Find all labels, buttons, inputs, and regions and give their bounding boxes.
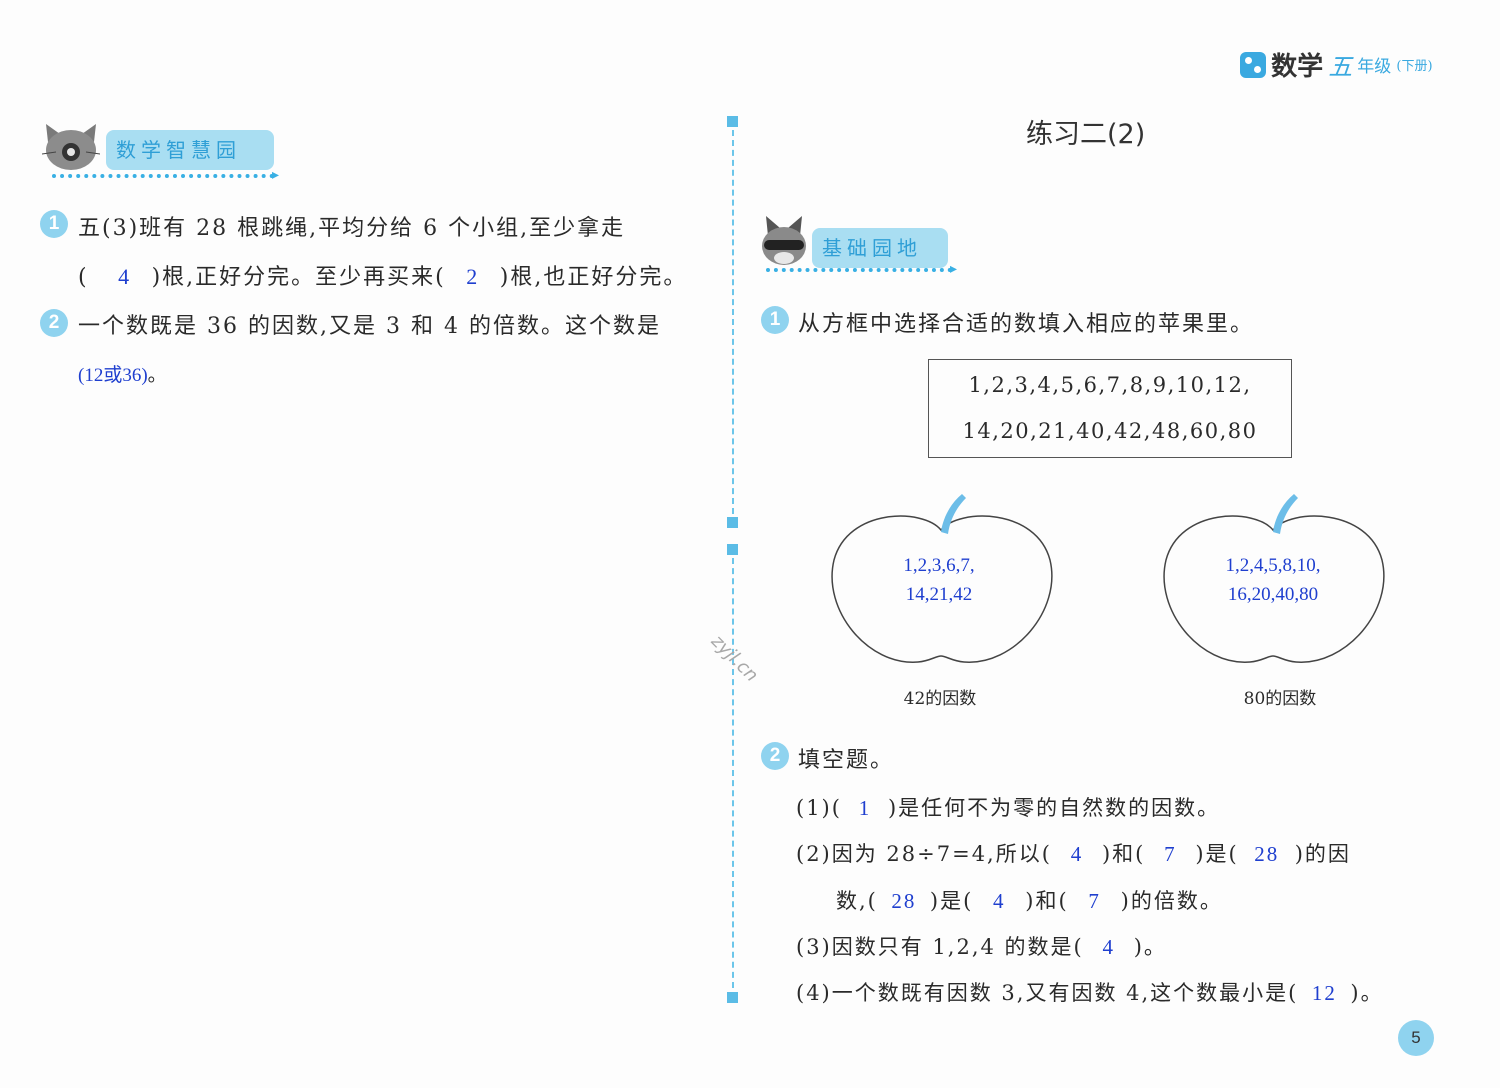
q2-sub2-mid2: )是( (1195, 842, 1239, 866)
apple2-line1: 1,2,4,5,8,10, (1225, 555, 1321, 576)
q2-sub3-post: )。 (1133, 935, 1167, 959)
left-q1-answer1: 4 (118, 264, 132, 289)
q2-sub2-mid1: )和( (1101, 842, 1146, 866)
right-banner-arrow-icon: ▸ (950, 261, 958, 277)
cat-mascot-icon (41, 122, 101, 176)
q2-sub1-answer: 1 (858, 796, 872, 820)
q2-sub2-answer3: 28 (1254, 842, 1280, 866)
watermark: zyjl.cn (706, 630, 763, 687)
center-divider-lower (732, 558, 734, 988)
left-q2-answer: (12或36) (78, 365, 148, 386)
left-q2-line2: (12或36)。 (78, 360, 167, 387)
q2-sub3-answer: 4 (1102, 935, 1115, 959)
right-section-banner: 基础园地 (812, 228, 948, 268)
q2-sub2-line2-pre: 数,( (836, 889, 878, 913)
apple-42-factors (828, 490, 1058, 674)
q2-sub1: (1)( 1 )是任何不为零的自然数的因数。 (796, 792, 1220, 822)
q2-sub2-mid4: )是( (929, 889, 974, 913)
q2-sub2-answer1: 4 (1070, 842, 1084, 866)
page-title: 练习二(2) (1026, 119, 1146, 150)
q2-sub3-pre: (3)因数只有 1,2,4 的数是( (796, 935, 1084, 959)
apple-80-factors (1160, 490, 1390, 674)
logo-grade: 五 (1328, 53, 1353, 81)
right-q1-number: 1 (761, 306, 789, 334)
left-section-banner: 数学智慧园 (106, 130, 274, 170)
q2-sub2-answer5: 4 (993, 889, 1006, 913)
right-q2-title: 填空题。 (798, 748, 895, 773)
logo-subject: 数学 (1271, 52, 1324, 82)
q2-sub4: (4)一个数既有因数 3,又有因数 4,这个数最小是( 12 )。 (796, 977, 1384, 1007)
number-choice-box: 1,2,3,4,5,6,7,8,9,10,12, 14,20,21,40,42,… (928, 359, 1292, 458)
q2-sub1-post: )是任何不为零的自然数的因数。 (887, 796, 1221, 820)
divider-marker-mid2 (727, 544, 738, 555)
q2-sub4-answer: 12 (1311, 981, 1337, 1005)
right-banner-dotted-line (766, 268, 952, 272)
q2-sub2-answer6: 7 (1088, 889, 1101, 913)
apple2-caption: 80的因数 (1243, 689, 1317, 709)
logo-grade-suffix: 年级 (1357, 57, 1392, 77)
logo-volume: (下册) (1396, 59, 1433, 74)
apple1-line2: 14,21,42 (905, 584, 973, 605)
left-q1-open: ( (78, 265, 89, 290)
q2-sub2-mid3: )的因 (1294, 842, 1351, 866)
q2-sub2-mid6: )的倍数。 (1120, 889, 1223, 913)
divider-marker-bottom (727, 992, 738, 1003)
left-q1-number: 1 (40, 210, 68, 238)
apple2-line2: 16,20,40,80 (1227, 584, 1319, 605)
center-divider-upper (732, 130, 734, 514)
left-q2-line1: 一个数既是 36 的因数,又是 3 和 4 的倍数。这个数是 (78, 314, 661, 339)
q2-sub3: (3)因数只有 1,2,4 的数是( 4 )。 (796, 931, 1167, 961)
q2-sub2-mid5: )和( (1025, 889, 1069, 913)
q2-sub2-line1: (2)因为 28÷7=4,所以( 4 )和( 7 )是( 28 )的因 (796, 838, 1351, 868)
number-choice-line2: 14,20,21,40,42,48,60,80 (962, 419, 1258, 443)
left-q1-line1: 五(3)班有 28 根跳绳,平均分给 6 个小组,至少拿走 (78, 216, 626, 241)
divider-marker-top (727, 116, 738, 127)
q2-sub4-post: )。 (1350, 981, 1384, 1005)
left-q1-answer2: 2 (466, 264, 480, 289)
q2-sub2-answer2: 7 (1164, 842, 1177, 866)
page-number: 5 (1398, 1020, 1434, 1056)
left-banner-dotted-line (52, 174, 274, 178)
q2-sub4-pre: (4)一个数既有因数 3,又有因数 4,这个数最小是( (796, 981, 1299, 1005)
logo-icon (1240, 51, 1266, 78)
header-logo: 数学 五 年级 (下册) (1240, 46, 1433, 82)
left-banner-arrow-icon: ▸ (272, 167, 280, 183)
right-q1-text: 从方框中选择合适的数填入相应的苹果里。 (798, 312, 1255, 337)
q2-sub2-pre: (2)因为 28÷7=4,所以( (796, 842, 1052, 866)
apple1-line1: 1,2,3,6,7, (903, 555, 975, 576)
right-q2-number: 2 (761, 742, 789, 770)
left-q1-mid: )根,正好分完。至少再买来( (151, 265, 446, 290)
number-choice-line1: 1,2,3,4,5,6,7,8,9,10,12, (968, 373, 1252, 397)
q2-sub2-answer4: 28 (891, 889, 917, 913)
apple1-caption: 42的因数 (903, 689, 977, 709)
raccoon-mascot-icon (760, 214, 808, 272)
q2-sub1-pre: (1)( (796, 796, 842, 820)
left-q1-end: )根,也正好分完。 (499, 265, 688, 290)
left-q2-end: 。 (147, 364, 167, 386)
left-q1-line2: ( 4 )根,正好分完。至少再买来( 2 )根,也正好分完。 (78, 259, 687, 291)
q2-sub2-line2: 数,( 28 )是( 4 )和( 7 )的倍数。 (836, 885, 1223, 915)
left-q2-number: 2 (40, 309, 68, 337)
divider-marker-mid1 (727, 517, 738, 528)
